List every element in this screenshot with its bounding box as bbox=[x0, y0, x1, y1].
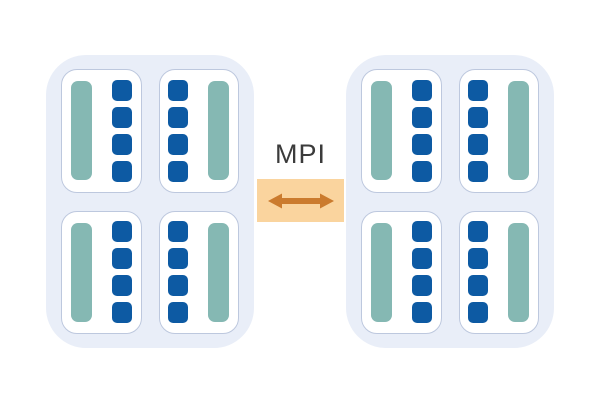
compute-node-left bbox=[46, 55, 254, 348]
core-square bbox=[468, 133, 489, 155]
core-stack bbox=[411, 221, 432, 324]
core-stack bbox=[168, 79, 189, 182]
core-square bbox=[168, 275, 189, 297]
core-stack bbox=[468, 79, 489, 182]
core-stack bbox=[111, 221, 132, 324]
accelerator-bar bbox=[370, 81, 392, 181]
core-square bbox=[111, 106, 132, 128]
core-square bbox=[468, 221, 489, 243]
accelerator-bar bbox=[370, 222, 392, 322]
core-square bbox=[468, 106, 489, 128]
core-square bbox=[468, 248, 489, 270]
socket-card bbox=[61, 210, 142, 334]
core-square bbox=[168, 160, 189, 182]
core-square bbox=[168, 221, 189, 243]
accelerator-bar bbox=[508, 222, 530, 322]
core-square bbox=[411, 160, 432, 182]
core-stack bbox=[111, 79, 132, 182]
core-square bbox=[111, 302, 132, 324]
core-stack bbox=[468, 221, 489, 324]
core-square bbox=[411, 133, 432, 155]
socket-card bbox=[361, 210, 442, 334]
core-stack bbox=[411, 79, 432, 182]
mpi-link-band bbox=[257, 179, 344, 222]
socket-card bbox=[158, 210, 239, 334]
compute-node-right bbox=[346, 55, 554, 348]
core-square bbox=[168, 106, 189, 128]
core-square bbox=[111, 133, 132, 155]
core-stack bbox=[168, 221, 189, 324]
accelerator-bar bbox=[70, 222, 92, 322]
core-square bbox=[468, 275, 489, 297]
core-square bbox=[468, 302, 489, 324]
core-square bbox=[168, 248, 189, 270]
accelerator-bar bbox=[208, 81, 230, 181]
core-square bbox=[111, 160, 132, 182]
socket-card bbox=[61, 69, 142, 193]
core-square bbox=[411, 221, 432, 243]
socket-card bbox=[158, 69, 239, 193]
core-square bbox=[468, 160, 489, 182]
core-square bbox=[111, 221, 132, 243]
core-square bbox=[111, 248, 132, 270]
core-square bbox=[111, 79, 132, 101]
socket-card bbox=[361, 69, 442, 193]
core-square bbox=[468, 79, 489, 101]
socket-card bbox=[458, 210, 539, 334]
socket-card bbox=[458, 69, 539, 193]
accelerator-bar bbox=[508, 81, 530, 181]
double-arrow-icon bbox=[267, 193, 334, 208]
accelerator-bar bbox=[70, 81, 92, 181]
core-square bbox=[411, 106, 432, 128]
core-square bbox=[168, 133, 189, 155]
core-square bbox=[411, 248, 432, 270]
core-square bbox=[411, 275, 432, 297]
core-square bbox=[411, 79, 432, 101]
core-square bbox=[111, 275, 132, 297]
mpi-label: MPI bbox=[274, 139, 326, 169]
core-square bbox=[411, 302, 432, 324]
core-square bbox=[168, 302, 189, 324]
accelerator-bar bbox=[208, 222, 230, 322]
core-square bbox=[168, 79, 189, 101]
